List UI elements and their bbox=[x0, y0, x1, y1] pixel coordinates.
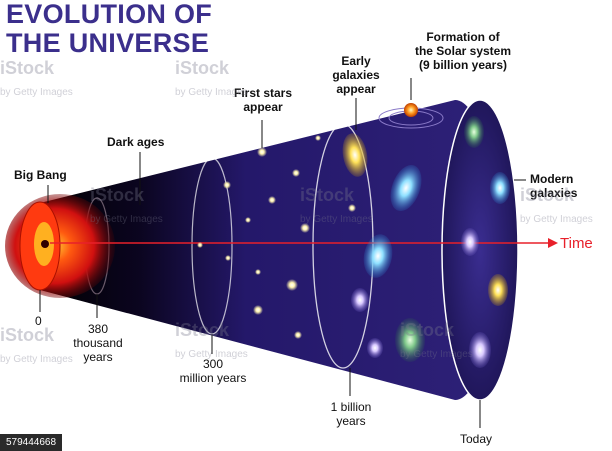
title-line-1: EVOLUTION OF bbox=[6, 0, 213, 29]
label-dark-ages: Dark ages bbox=[107, 135, 165, 149]
label-time: Time bbox=[560, 235, 593, 252]
timeline-0: 0 bbox=[35, 314, 42, 328]
solar-system-icon bbox=[378, 103, 444, 129]
leader-lines bbox=[39, 78, 526, 428]
time-arrow-head bbox=[548, 238, 558, 248]
label-big-bang: Big Bang bbox=[14, 168, 67, 182]
stock-id: 579444668 bbox=[0, 434, 63, 451]
modern-galaxies bbox=[461, 116, 510, 368]
cone-body bbox=[40, 100, 497, 400]
diagram-title: EVOLUTION OF THE UNIVERSE bbox=[6, 0, 212, 58]
early-galaxies bbox=[342, 133, 425, 362]
first-stars bbox=[197, 135, 356, 339]
title-line-2: THE UNIVERSE bbox=[6, 28, 210, 58]
big-bang-center bbox=[41, 240, 49, 248]
timeline-today: Today bbox=[460, 432, 493, 446]
